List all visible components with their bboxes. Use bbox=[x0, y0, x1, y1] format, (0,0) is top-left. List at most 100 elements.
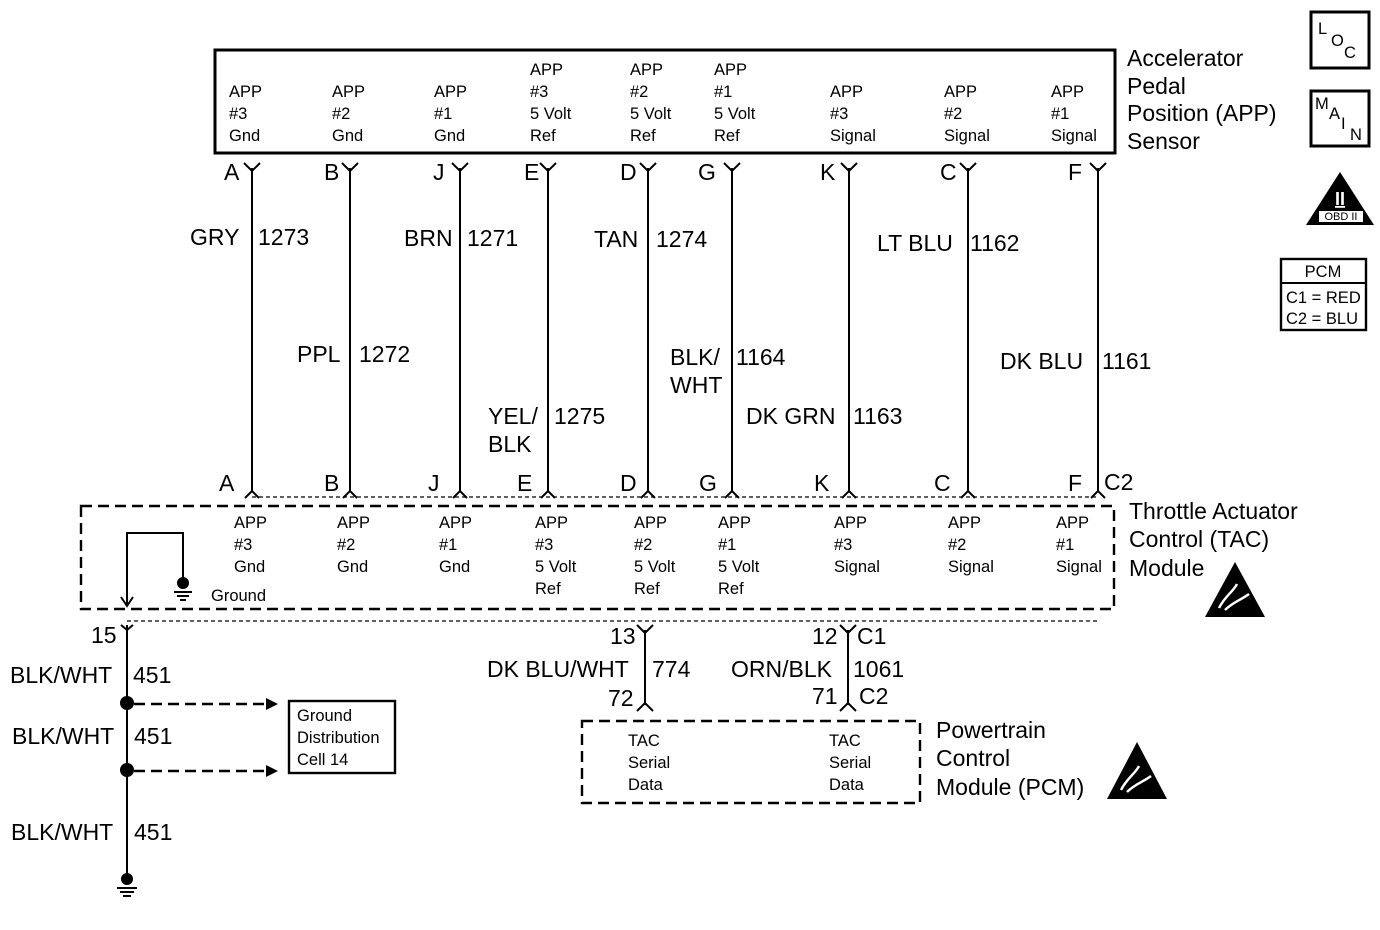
tac-pin-label-a: Gnd bbox=[234, 558, 265, 576]
tac-pin-label-a: #3 bbox=[234, 536, 252, 554]
app-sensor-title-line-3: Position (APP) bbox=[1127, 100, 1277, 126]
app-pin-label-g: APP bbox=[714, 61, 747, 79]
app-pin-label-j: APP bbox=[434, 83, 467, 101]
tac-pin-label-k: #3 bbox=[834, 536, 852, 554]
pcm-module: TAC Serial Data TAC Serial Data Powertra… bbox=[580, 717, 1167, 805]
tac-pin-label-k: APP bbox=[834, 514, 867, 532]
pcm-box bbox=[580, 719, 922, 805]
app-pin-label-k: APP bbox=[830, 83, 863, 101]
app-pin-label-d: 5 Volt bbox=[630, 105, 672, 123]
arrow-down-icon bbox=[120, 596, 134, 608]
connector-male-icon bbox=[636, 701, 654, 712]
esd-sensitive-icon bbox=[1205, 562, 1265, 617]
main-letter-n: N bbox=[1350, 126, 1362, 144]
tac-pin-label-e: 5 Volt bbox=[535, 558, 577, 576]
app-sensor: Accelerator Pedal Position (APP) Sensor bbox=[213, 45, 1277, 155]
connector-male-icon bbox=[244, 489, 260, 499]
connector-male-icon bbox=[960, 489, 976, 499]
wire-circuit-1272: 1272 bbox=[359, 341, 410, 367]
tac-pin-label-b: Gnd bbox=[337, 558, 368, 576]
wire-color-1164: BLK/ bbox=[670, 344, 720, 370]
app-pin-label-a: #3 bbox=[229, 105, 247, 123]
tac-pin-label-b: #2 bbox=[337, 536, 355, 554]
wire-circuit-1273: 1273 bbox=[258, 224, 309, 250]
ground-wire-color-1: BLK/WHT bbox=[10, 662, 112, 688]
app-pin-label-k: Signal bbox=[830, 127, 876, 145]
app-pin-j: J bbox=[433, 159, 445, 185]
tac-pin-a: A bbox=[219, 470, 235, 496]
connector-male-icon bbox=[540, 489, 556, 499]
wire-color-1273: GRY bbox=[190, 224, 239, 250]
tac-connector-c2-label: C2 bbox=[1104, 469, 1133, 495]
wire-circuit-1275: 1275 bbox=[554, 403, 605, 429]
pcm-connector-c2-label: C2 bbox=[859, 683, 888, 709]
wire-circuit-1163: 1163 bbox=[853, 403, 902, 429]
ground-wire-circuit-2: 451 bbox=[134, 723, 172, 749]
app-pin-label-j: Gnd bbox=[434, 127, 465, 145]
app-pin-label-e: Ref bbox=[530, 127, 556, 145]
ground-distribution-line-3: Cell 14 bbox=[297, 751, 348, 769]
pcm-legend-title: PCM bbox=[1305, 263, 1342, 281]
app-pin-label-a: APP bbox=[229, 83, 262, 101]
tac-pin-c: C bbox=[934, 470, 951, 496]
tac-pin-d: D bbox=[620, 470, 637, 496]
tac-pin-f: F bbox=[1068, 470, 1082, 496]
tac-title-line-2: Control (TAC) bbox=[1129, 526, 1269, 552]
obd-numeral: II bbox=[1335, 189, 1345, 209]
ground-wire-color-3: BLK/WHT bbox=[11, 819, 113, 845]
pcm-pin-72: 72 bbox=[608, 685, 634, 711]
serial-wire-1061-circuit: 1061 bbox=[853, 656, 904, 682]
wire-color-1163: DK GRN bbox=[746, 403, 835, 429]
app-pin-f: F bbox=[1068, 159, 1082, 185]
ground-pin-15: 15 bbox=[91, 622, 117, 648]
serial-wire-1061-color: ORN/BLK bbox=[731, 656, 833, 682]
esd-sensitive-icon bbox=[1107, 742, 1167, 799]
pcm-title-line-3: Module (PCM) bbox=[936, 774, 1084, 800]
ground-symbol-icon bbox=[174, 591, 192, 601]
app-pin-label-e: #3 bbox=[530, 83, 548, 101]
app-pin-k: K bbox=[820, 159, 836, 185]
tac-pin-label-b: APP bbox=[337, 514, 370, 532]
pcm-legend-row-1: C1 = RED bbox=[1286, 289, 1361, 307]
wire-color-1164: WHT bbox=[670, 372, 722, 398]
pcm-title-line-2: Control bbox=[936, 745, 1010, 771]
tac-pin-label-g: 5 Volt bbox=[718, 558, 760, 576]
tac-title-line-1: Throttle Actuator bbox=[1129, 498, 1298, 524]
pcm-label-2-line-2: Serial bbox=[829, 754, 871, 772]
tac-pin-12: 12 bbox=[812, 623, 838, 649]
tac-internal-ground-wire bbox=[126, 532, 184, 604]
main-letter-a: A bbox=[1329, 105, 1340, 123]
splice-node-1 bbox=[120, 696, 134, 710]
app-pin-d: D bbox=[620, 159, 637, 185]
main-letter-i: I bbox=[1341, 115, 1346, 133]
main-badge: M A I N bbox=[1309, 89, 1371, 148]
app-pin-label-d: APP bbox=[630, 61, 663, 79]
loc-letter-o: O bbox=[1331, 32, 1344, 50]
tac-pin-label-j: #1 bbox=[439, 536, 457, 554]
tac-pin-label-j: APP bbox=[439, 514, 472, 532]
tac-pin-13: 13 bbox=[610, 623, 636, 649]
tac-connector-c1-label: C1 bbox=[857, 623, 886, 649]
tac-pin-g: G bbox=[699, 470, 717, 496]
tac-pin-label-k: Signal bbox=[834, 558, 880, 576]
app-sensor-title-line-4: Sensor bbox=[1127, 128, 1200, 154]
tac-pin-label-c: #2 bbox=[948, 536, 966, 554]
serial-wire-774-color: DK BLU/WHT bbox=[487, 656, 629, 682]
tac-ground-label: Ground bbox=[211, 587, 266, 605]
main-letter-m: M bbox=[1315, 95, 1329, 113]
app-sensor-title-line-2: Pedal bbox=[1127, 73, 1186, 99]
pcm-label-1-line-2: Serial bbox=[628, 754, 670, 772]
pcm-title-line-1: Powertrain bbox=[936, 717, 1046, 743]
ground-distribution-line-2: Distribution bbox=[297, 729, 380, 747]
app-pin-label-d: Ref bbox=[630, 127, 656, 145]
connector-male-icon bbox=[1090, 489, 1106, 499]
pcm-label-1-line-3: Data bbox=[628, 776, 664, 794]
pcm-label-1-line-1: TAC bbox=[628, 732, 660, 750]
ground-distribution-box bbox=[287, 699, 397, 775]
ground-wire-circuit-1: 451 bbox=[133, 662, 171, 688]
obd-text: OBD II bbox=[1324, 211, 1357, 223]
splice-node-2 bbox=[120, 763, 134, 777]
